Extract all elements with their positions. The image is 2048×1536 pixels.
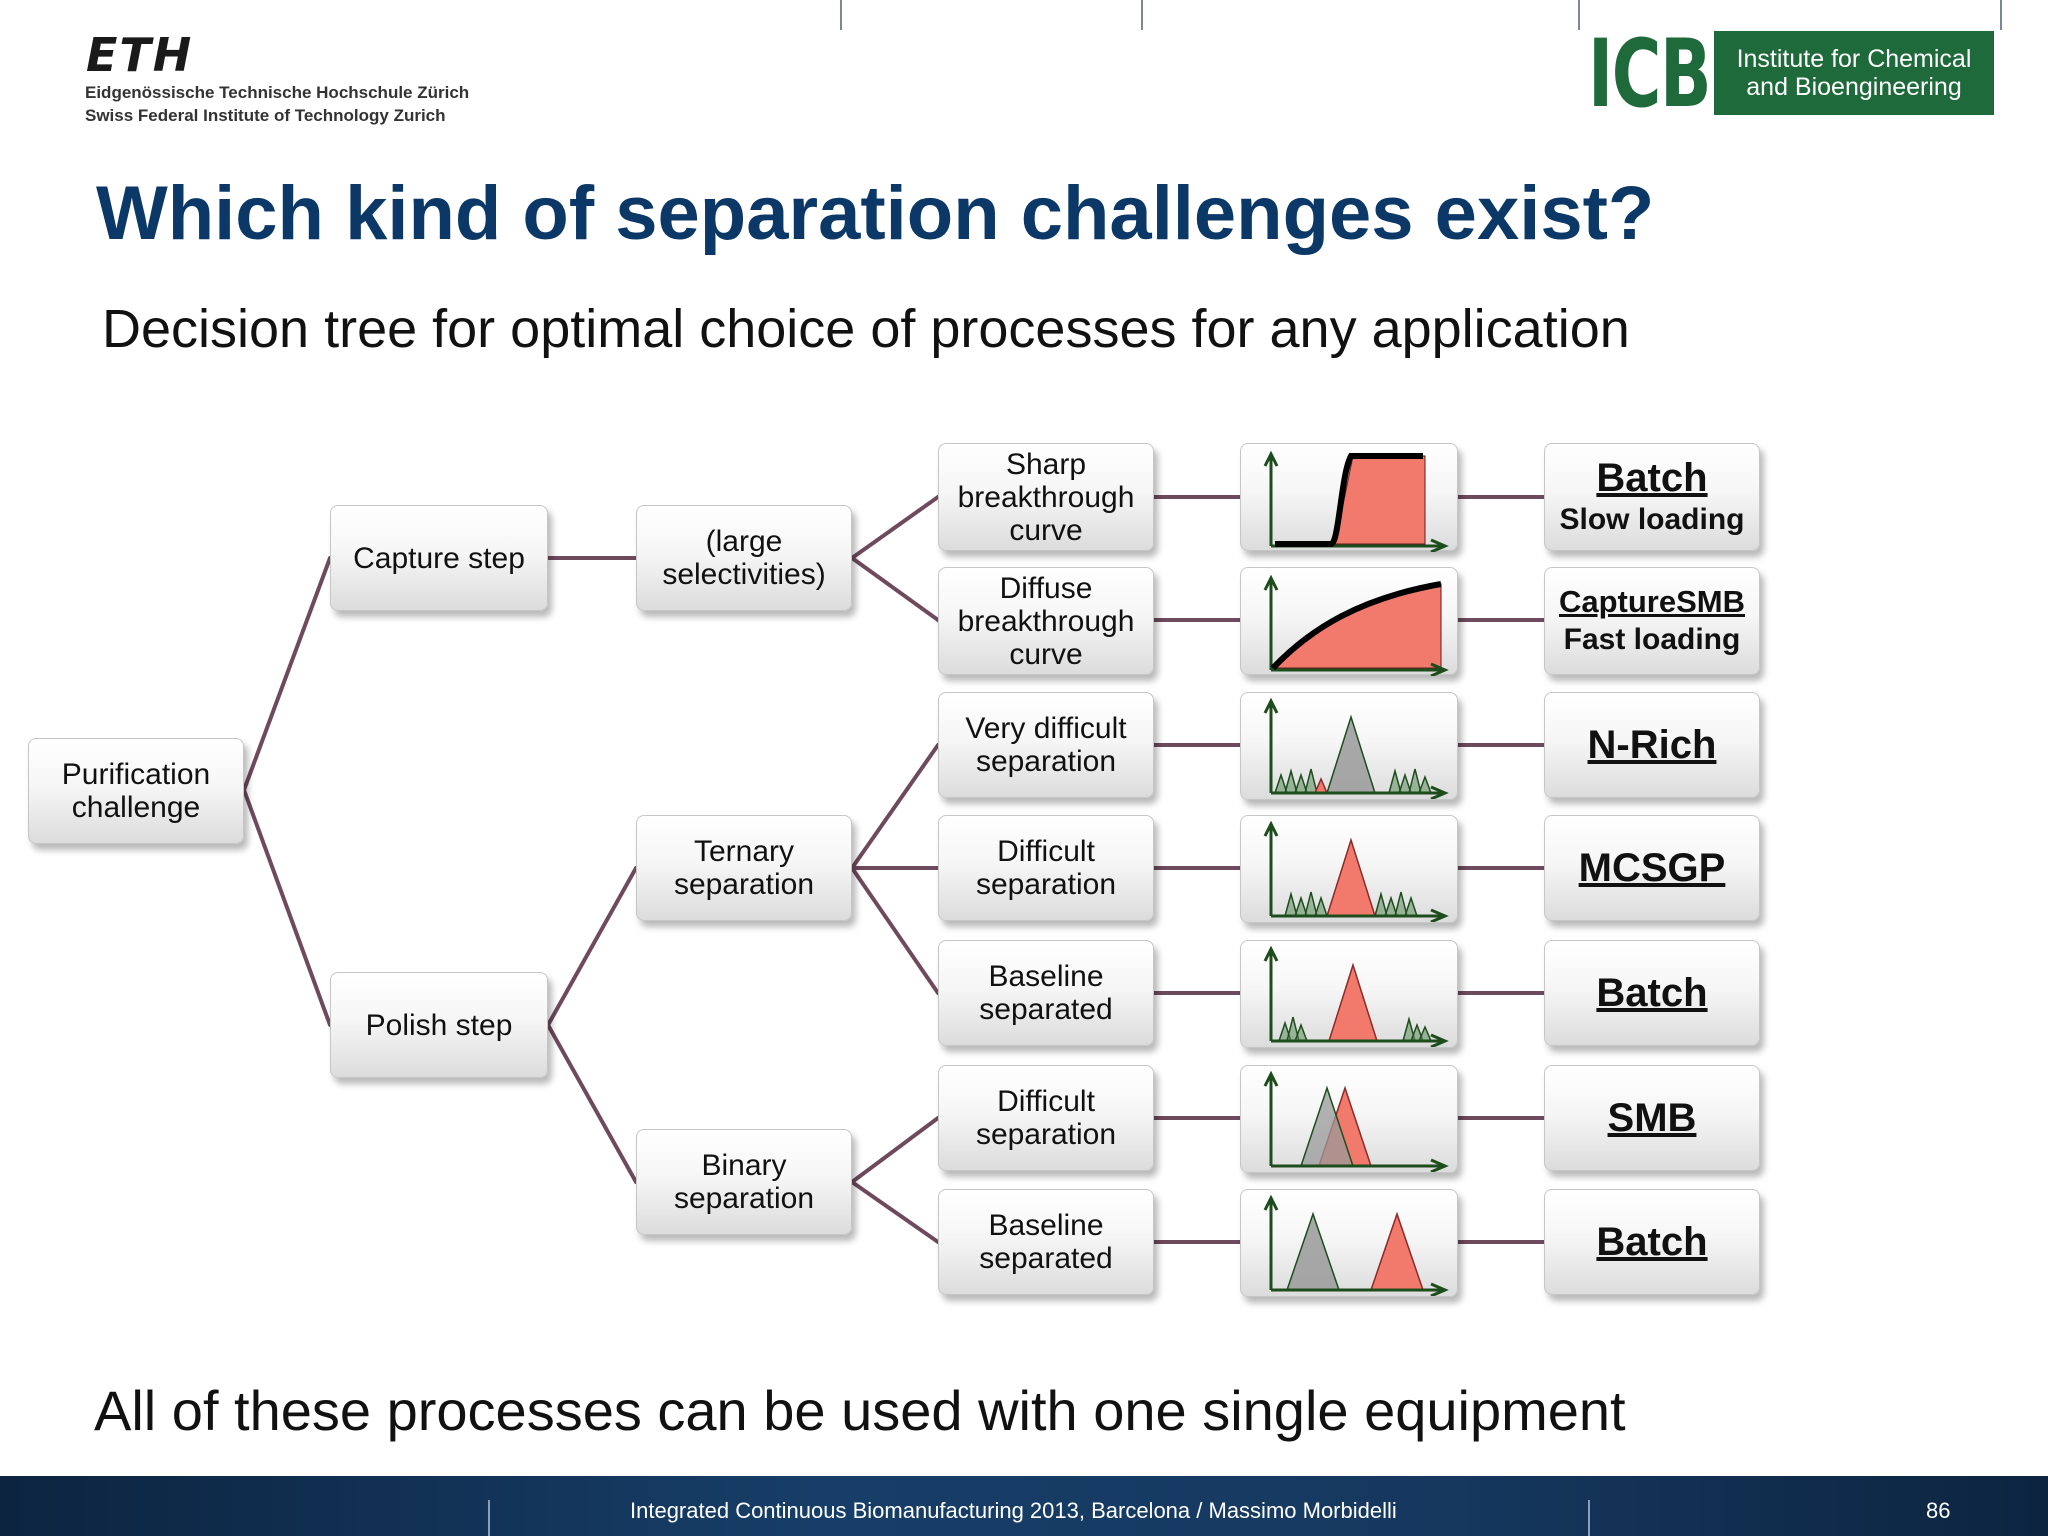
node-text: breakthrough bbox=[957, 604, 1135, 638]
result-main-label: N-Rich bbox=[1587, 723, 1717, 767]
node-large-selectivities: (large selectivities) bbox=[636, 505, 852, 611]
footer-divider bbox=[488, 1500, 490, 1536]
connector-ternary-verydifficult bbox=[850, 743, 940, 870]
sharp-breakthrough-icon bbox=[1240, 443, 1458, 552]
node-baseline-separated-ternary: Baseline separated bbox=[938, 940, 1154, 1046]
difficult-ternary-icon bbox=[1240, 815, 1458, 923]
node-text: separation bbox=[673, 1182, 815, 1215]
page-number: 86 bbox=[1926, 1498, 1951, 1523]
node-text: challenge bbox=[71, 791, 201, 824]
node-text: separated bbox=[979, 993, 1113, 1026]
node-binary-separation: Binary separation bbox=[636, 1129, 852, 1235]
page-title: Which kind of separation challenges exis… bbox=[96, 171, 1655, 256]
connector-root-capture bbox=[242, 556, 332, 792]
result-mcsgp: MCSGP bbox=[1544, 815, 1760, 921]
node-text: Purification bbox=[61, 758, 211, 791]
baseline-ternary-icon bbox=[1240, 940, 1458, 1048]
footer-text: Integrated Continuous Biomanufacturing 2… bbox=[630, 1498, 1397, 1523]
result-sub-label: Slow loading bbox=[1559, 503, 1745, 536]
result-smb: SMB bbox=[1544, 1065, 1760, 1171]
header-divider bbox=[840, 0, 842, 30]
node-text: Binary bbox=[701, 1149, 787, 1182]
node-text: curve bbox=[1009, 637, 1083, 671]
node-text: Polish step bbox=[365, 1008, 513, 1042]
connector-large-diffuse bbox=[850, 556, 940, 622]
node-text: Baseline bbox=[988, 1209, 1104, 1242]
connector-large-sharp bbox=[850, 495, 940, 560]
icb-line1: Institute for Chemical bbox=[1736, 45, 1972, 73]
node-capture-step: Capture step bbox=[330, 505, 548, 611]
node-text: separation bbox=[975, 1118, 1117, 1151]
result-capturesmb-fast-loading: CaptureSMB Fast loading bbox=[1544, 567, 1760, 675]
node-ternary-separation: Ternary separation bbox=[636, 815, 852, 921]
diffuse-breakthrough-icon bbox=[1240, 567, 1458, 676]
very-difficult-ternary-icon bbox=[1240, 692, 1458, 800]
node-text: separation bbox=[673, 868, 815, 901]
node-baseline-separated-binary: Baseline separated bbox=[938, 1189, 1154, 1295]
footer-divider bbox=[1588, 1500, 1590, 1536]
node-text: Diffuse bbox=[999, 571, 1093, 605]
result-main-label: CaptureSMB bbox=[1558, 584, 1745, 619]
node-text: selectivities) bbox=[662, 558, 826, 591]
node-text: separated bbox=[979, 1242, 1113, 1275]
node-text: Baseline bbox=[988, 960, 1104, 993]
header-divider bbox=[2000, 0, 2002, 30]
eth-logo: ETH bbox=[86, 28, 194, 82]
node-diffuse-breakthrough: Diffuse breakthrough curve bbox=[938, 567, 1154, 675]
node-text: separation bbox=[975, 868, 1117, 901]
header-divider bbox=[1578, 0, 1580, 30]
footer-note: All of these processes can be used with … bbox=[94, 1379, 1626, 1442]
node-very-difficult-separation: Very difficult separation bbox=[938, 692, 1154, 798]
node-text: breakthrough bbox=[957, 480, 1135, 514]
icb-name-box: Institute for Chemical and Bioengineerin… bbox=[1714, 31, 1994, 115]
result-main-label: Batch bbox=[1596, 1220, 1708, 1264]
node-sharp-breakthrough: Sharp breakthrough curve bbox=[938, 443, 1154, 551]
node-text: separation bbox=[975, 745, 1117, 778]
connector-polish-ternary bbox=[546, 866, 638, 1027]
eth-line1: Eidgenössische Technische Hochschule Zür… bbox=[85, 83, 470, 102]
icb-line2: and Bioengineering bbox=[1746, 73, 1962, 101]
node-text: curve bbox=[1009, 513, 1083, 547]
node-text: Sharp bbox=[1005, 447, 1087, 481]
result-sub-label: Fast loading bbox=[1563, 623, 1741, 656]
result-batch-ternary: Batch bbox=[1544, 940, 1760, 1046]
result-main-label: Batch bbox=[1596, 971, 1708, 1015]
icb-logo: ICB bbox=[1588, 20, 1712, 129]
connector-ternary-baseline bbox=[850, 866, 940, 995]
result-main-label: SMB bbox=[1607, 1096, 1697, 1140]
node-text: Difficult bbox=[997, 835, 1095, 868]
node-text: Ternary bbox=[693, 835, 795, 868]
node-text: Very difficult bbox=[965, 712, 1127, 745]
node-difficult-separation-ternary: Difficult separation bbox=[938, 815, 1154, 921]
page-subtitle: Decision tree for optimal choice of proc… bbox=[102, 299, 1630, 359]
node-difficult-separation-binary: Difficult separation bbox=[938, 1065, 1154, 1171]
result-batch-binary: Batch bbox=[1544, 1189, 1760, 1295]
eth-line2: Swiss Federal Institute of Technology Zu… bbox=[85, 106, 446, 125]
node-purification-challenge: Purification challenge bbox=[28, 738, 244, 844]
node-text: (large bbox=[705, 525, 783, 558]
connector-polish-binary bbox=[546, 1023, 638, 1184]
node-polish-step: Polish step bbox=[330, 972, 548, 1078]
result-main-label: MCSGP bbox=[1578, 846, 1726, 890]
node-text: Difficult bbox=[997, 1085, 1095, 1118]
difficult-binary-icon bbox=[1240, 1065, 1458, 1173]
node-text: Capture step bbox=[353, 541, 525, 575]
result-n-rich: N-Rich bbox=[1544, 692, 1760, 798]
result-batch-slow-loading: Batch Slow loading bbox=[1544, 443, 1760, 551]
footer-bar bbox=[0, 1476, 2048, 1536]
connector-binary-difficult bbox=[850, 1116, 940, 1184]
connector-binary-baseline bbox=[850, 1180, 940, 1244]
result-main-label: Batch bbox=[1596, 456, 1708, 500]
baseline-binary-icon bbox=[1240, 1189, 1458, 1297]
header-divider bbox=[1141, 0, 1143, 30]
connector-root-polish bbox=[242, 788, 332, 1027]
